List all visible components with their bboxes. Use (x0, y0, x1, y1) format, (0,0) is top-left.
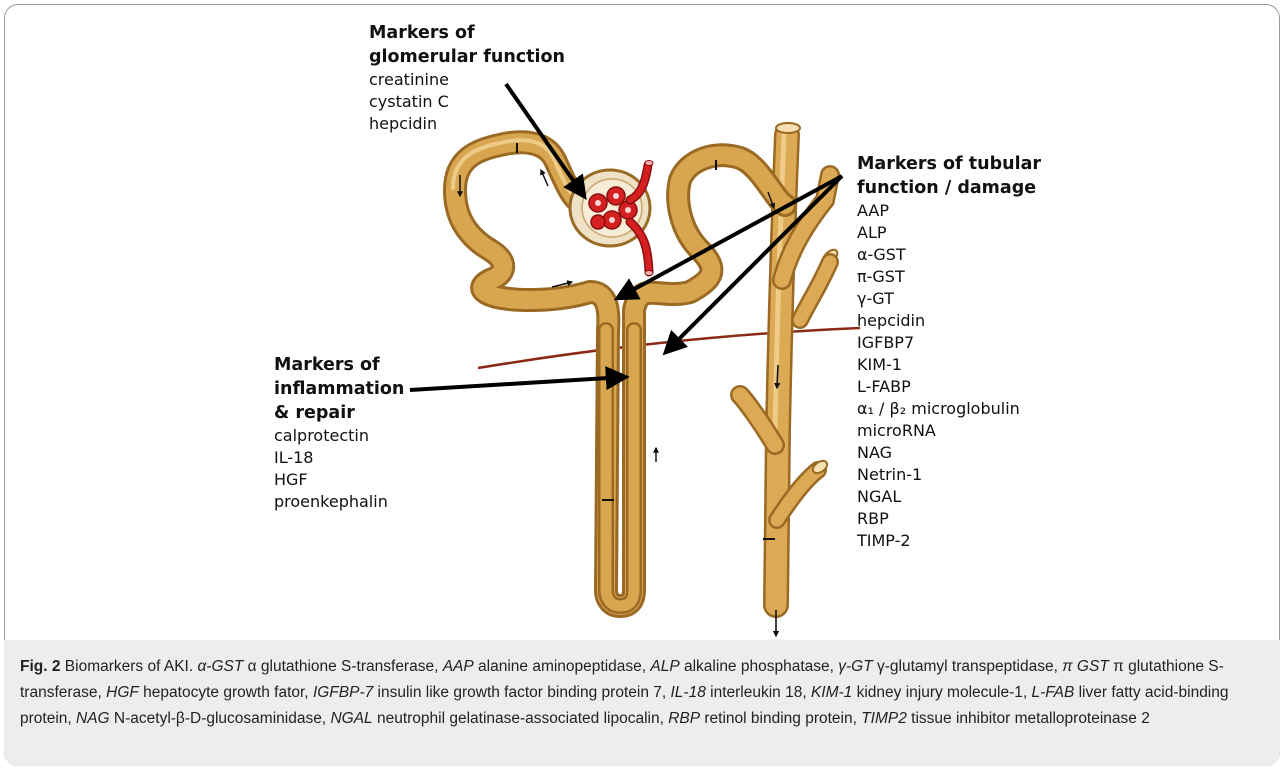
tubular-item: AAP (857, 200, 1041, 222)
caption-abbr: π GST (1062, 658, 1109, 675)
glomerular-item: creatinine (369, 69, 565, 91)
inflammation-item: HGF (274, 469, 404, 491)
tubular-item: L-FABP (857, 376, 1041, 398)
caption-def: N-acetyl-β-D-glucosaminidase, (110, 710, 331, 727)
tubular-pointer-arrow-2 (666, 176, 842, 352)
inflammation-heading-line-3: & repair (274, 401, 404, 425)
inflammation-pointer-arrow (410, 377, 625, 390)
glomerular-heading-line-2: glomerular function (369, 45, 565, 69)
caption-def: insulin like growth factor binding prote… (373, 684, 670, 701)
tubular-heading-line-2: function / damage (857, 176, 1041, 200)
inflammation-heading-line-2: inflammation (274, 377, 404, 401)
inflammation-item: IL-18 (274, 447, 404, 469)
caption-def: hepatocyte growth fator, (139, 684, 313, 701)
caption-abbr: NGAL (330, 710, 372, 727)
caption-abbr: AAP (443, 658, 474, 675)
caption-abbr: γ-GT (838, 658, 872, 675)
caption-def: interleukin 18, (706, 684, 811, 701)
glomerular-heading: Markers of glomerular function (369, 21, 565, 69)
caption-abbr: IL-18 (670, 684, 705, 701)
caption-def: alanine aminopeptidase, (474, 658, 651, 675)
caption-def: kidney injury molecule-1, (852, 684, 1031, 701)
inflammation-heading-line-1: Markers of (274, 353, 404, 377)
caption-abbr: NAG (76, 710, 110, 727)
nephron-diagram (0, 0, 1284, 640)
figure-caption: Fig. 2 Biomarkers of AKI. α-GST α glutat… (20, 654, 1270, 732)
glomerular-markers-label: Markers of glomerular function creatinin… (369, 21, 565, 135)
tubular-item: RBP (857, 508, 1041, 530)
tubular-item: IGFBP7 (857, 332, 1041, 354)
tubular-item: KIM-1 (857, 354, 1041, 376)
caption-abbr: KIM-1 (811, 684, 852, 701)
caption-abbr: RBP (668, 710, 700, 727)
caption-def: tissue inhibitor metalloproteinase 2 (907, 710, 1150, 727)
tubular-item: α₁ / β₂ microglobulin (857, 398, 1041, 420)
figure-number: Fig. 2 (20, 658, 60, 675)
tubular-item: microRNA (857, 420, 1041, 442)
caption-abbr: TIMP2 (861, 710, 907, 727)
caption-def: neutrophil gelatinase-associated lipocal… (373, 710, 669, 727)
tubular-item: NAG (857, 442, 1041, 464)
inflammation-item: calprotectin (274, 425, 404, 447)
caption-abbr: ALP (650, 658, 679, 675)
inflammation-markers-label: Markers of inflammation & repair calprot… (274, 353, 404, 513)
inflammation-item: proenkephalin (274, 491, 404, 513)
caption-def: γ-glutamyl transpeptidase, (873, 658, 1063, 675)
tubular-item: γ-GT (857, 288, 1041, 310)
caption-abbr: α-GST (197, 658, 243, 675)
figure-title: Biomarkers of AKI. (60, 658, 197, 675)
tubular-item: ALP (857, 222, 1041, 244)
tubular-heading: Markers of tubular function / damage (857, 152, 1041, 200)
caption-def: alkaline phosphatase, (680, 658, 839, 675)
tubular-heading-line-1: Markers of tubular (857, 152, 1041, 176)
caption-def: retinol binding protein, (700, 710, 861, 727)
caption-abbr: IGFBP-7 (313, 684, 373, 701)
tubular-item: α-GST (857, 244, 1041, 266)
glomerular-item: cystatin C (369, 91, 565, 113)
glomerular-heading-line-1: Markers of (369, 21, 565, 45)
caption-abbr: HGF (106, 684, 139, 701)
glomerular-item: hepcidin (369, 113, 565, 135)
tubular-item: NGAL (857, 486, 1041, 508)
caption-def: α glutathione S-transferase, (243, 658, 442, 675)
tubular-item: Netrin-1 (857, 464, 1041, 486)
tubular-markers-label: Markers of tubular function / damage AAP… (857, 152, 1041, 552)
tubular-item: TIMP-2 (857, 530, 1041, 552)
tubular-item: hepcidin (857, 310, 1041, 332)
caption-abbr: L-FAB (1032, 684, 1075, 701)
tubular-item: π-GST (857, 266, 1041, 288)
inflammation-heading: Markers of inflammation & repair (274, 353, 404, 425)
